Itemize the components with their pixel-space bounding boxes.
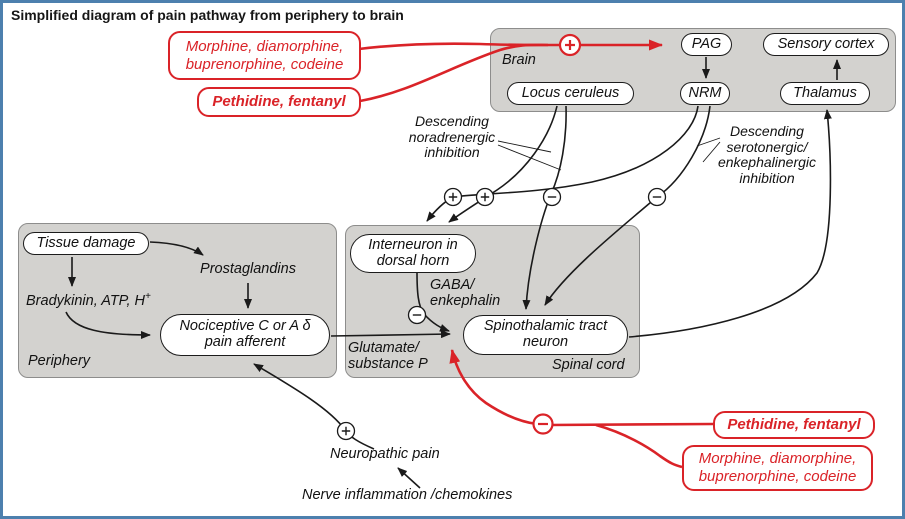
- periphery-label: Periphery: [28, 353, 91, 369]
- pag-node: PAG: [681, 33, 732, 56]
- sensory-cortex-node: Sensory cortex: [763, 33, 889, 56]
- tissue-to-prostaglandins-arrow: [149, 241, 204, 256]
- plus-icon: [336, 421, 356, 441]
- minus-icon: [647, 187, 667, 207]
- nociceptive-afferent-node: Nociceptive C or A δ pain afferent: [160, 314, 330, 356]
- label-pointer-lines: [497, 137, 721, 171]
- red-minus-icon: [532, 413, 554, 435]
- plus-icon: [443, 187, 463, 207]
- locus-ceruleus-node: Locus ceruleus: [507, 82, 634, 105]
- tissue-damage-node: Tissue damage: [23, 232, 149, 255]
- thalamus-node: Thalamus: [780, 82, 870, 105]
- pethidine-fentanyl-box-top: Pethidine, fentanyl: [197, 87, 361, 117]
- spinothalamic-to-thalamus-arrow: [628, 109, 832, 338]
- bradykinin-label: Bradykinin, ATP, H+: [26, 291, 151, 309]
- pethidine-fentanyl-box-bottom: Pethidine, fentanyl: [713, 411, 875, 439]
- opioid-agonists-box-bottom: Morphine, diamorphine, buprenorphine, co…: [682, 445, 873, 491]
- nociceptive-to-spinothalamic-arrow: [330, 330, 451, 339]
- glutamate-substancep-label: Glutamate/ substance P: [348, 340, 428, 373]
- bradykinin-to-nociceptive-arrow: [65, 311, 151, 339]
- minus-icon: [542, 187, 562, 207]
- nrm-to-spinothalamic-arrow: [544, 105, 711, 306]
- red-opioid-inhibitory-path: [449, 349, 714, 469]
- prostaglandins-label: Prostaglandins: [200, 261, 296, 277]
- brain-label: Brain: [502, 52, 536, 68]
- spinal-cord-label: Spinal cord: [552, 357, 625, 373]
- red-plus-icon: [558, 33, 582, 57]
- nrm-to-interneuron-arrow: [426, 105, 699, 222]
- neuropathic-pain-label: Neuropathic pain: [330, 446, 440, 462]
- nerve-to-neuropathic-arrow: [397, 467, 421, 489]
- descending-noradrenergic-label: Descending noradrenergic inhibition: [408, 113, 496, 161]
- minus-icon: [407, 305, 427, 325]
- plus-icon: [475, 187, 495, 207]
- opioid-agonists-box-top: Morphine, diamorphine, buprenorphine, co…: [168, 31, 361, 80]
- nrm-node: NRM: [680, 82, 730, 105]
- locus-to-interneuron-arrow: [448, 105, 558, 223]
- neuropathic-to-nociceptive-arrow: [253, 363, 375, 450]
- gaba-enkephalin-label: GABA/ enkephalin: [430, 277, 501, 310]
- diagram-title: Simplified diagram of pain pathway from …: [11, 7, 404, 23]
- descending-serotonergic-label: Descending serotonergic/ enkephalinergic…: [717, 123, 817, 187]
- spinothalamic-node: Spinothalamic tract neuron: [463, 315, 628, 355]
- interneuron-node: Interneuron in dorsal horn: [350, 234, 476, 273]
- nerve-inflammation-label: Nerve inflammation /chemokines: [302, 487, 513, 503]
